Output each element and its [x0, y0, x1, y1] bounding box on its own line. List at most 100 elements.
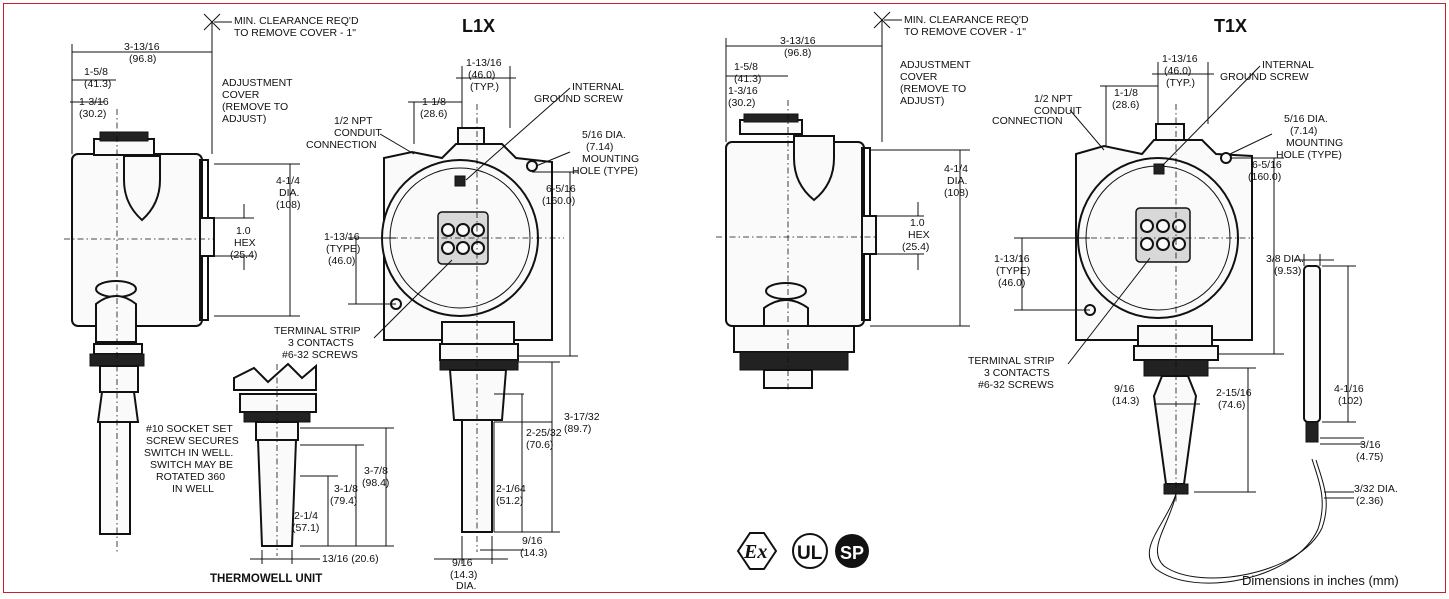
svg-text:2-25/32: 2-25/32	[526, 427, 562, 439]
thermowell-unit: THERMOWELL UNIT	[210, 362, 322, 585]
svg-text:(REMOVE TO: (REMOVE TO	[900, 83, 966, 95]
svg-text:3 CONTACTS: 3 CONTACTS	[288, 337, 354, 349]
svg-text:3-13/16: 3-13/16	[124, 41, 160, 53]
svg-text:2-1/64: 2-1/64	[496, 483, 526, 495]
t1x-side-view	[716, 100, 877, 392]
svg-text:(14.3): (14.3)	[520, 547, 547, 559]
svg-text:(46.0): (46.0)	[468, 69, 495, 81]
svg-text:(160.0): (160.0)	[1248, 171, 1281, 183]
ul-mark-icon: UL	[792, 533, 828, 569]
svg-text:(7.14): (7.14)	[1290, 125, 1317, 137]
svg-text:(74.6): (74.6)	[1218, 399, 1245, 411]
dimension-drawing: L1X T1X 3-13/16 (96.8) 1-5/8 (41.3) 1-3/…	[64, 11, 1399, 592]
svg-text:(25.4): (25.4)	[230, 249, 257, 261]
svg-text:MIN. CLEARANCE REQ'D: MIN. CLEARANCE REQ'D	[904, 14, 1029, 26]
ex-mark-icon: Ex	[736, 532, 778, 570]
svg-text:(89.7): (89.7)	[564, 423, 591, 435]
svg-text:ADJUSTMENT: ADJUSTMENT	[900, 59, 971, 71]
t1x-front-dimensions: 1-13/16 (46.0) (TYP.) 1-1/8 (28.6) INTER…	[968, 53, 1398, 507]
svg-text:COVER: COVER	[900, 71, 938, 83]
svg-text:HOLE (TYPE): HOLE (TYPE)	[572, 165, 638, 177]
svg-text:CONNECTION: CONNECTION	[306, 139, 377, 151]
svg-text:6-5/16: 6-5/16	[546, 183, 576, 195]
svg-text:9/16: 9/16	[522, 535, 543, 547]
svg-text:DIA.: DIA.	[947, 175, 967, 187]
svg-text:(108): (108)	[944, 187, 969, 199]
svg-text:DIA.: DIA.	[279, 187, 299, 199]
t1x-front-view	[1064, 104, 1327, 584]
svg-text:2-15/16: 2-15/16	[1216, 387, 1252, 399]
t1x-side-dimensions: 3-13/16 (96.8) 1-5/8 (41.3) 1-3/16 (30.2…	[725, 11, 1029, 327]
title-t1x: T1X	[1214, 16, 1247, 36]
svg-text:4-1/16: 4-1/16	[1334, 383, 1364, 395]
svg-text:3/16: 3/16	[1360, 439, 1381, 451]
svg-text:9/16: 9/16	[1114, 383, 1135, 395]
svg-text:1-13/16: 1-13/16	[466, 57, 502, 69]
svg-text:1-5/8: 1-5/8	[734, 61, 758, 73]
svg-text:5/16 DIA.: 5/16 DIA.	[582, 129, 626, 141]
svg-text:(70.6): (70.6)	[526, 439, 553, 451]
svg-text:(TYP.): (TYP.)	[470, 81, 499, 93]
svg-text:(TYP.): (TYP.)	[1166, 77, 1195, 89]
svg-text:(30.2): (30.2)	[79, 108, 106, 120]
svg-text:Ex: Ex	[743, 541, 767, 563]
svg-text:1-13/16: 1-13/16	[1162, 53, 1198, 65]
svg-text:(TYPE): (TYPE)	[326, 243, 360, 255]
svg-text:HEX: HEX	[908, 229, 930, 241]
svg-text:CONDUIT: CONDUIT	[1034, 105, 1082, 117]
svg-text:1-3/16: 1-3/16	[79, 96, 109, 108]
svg-text:(102): (102)	[1338, 395, 1363, 407]
csa-mark-icon: SP	[835, 534, 869, 568]
svg-text:HOLE (TYPE): HOLE (TYPE)	[1276, 149, 1342, 161]
svg-text:(46.0): (46.0)	[1164, 65, 1191, 77]
l1x-front-view	[374, 104, 564, 552]
svg-text:INTERNAL: INTERNAL	[1262, 59, 1314, 71]
svg-text:9/16: 9/16	[452, 557, 473, 569]
svg-text:SP: SP	[840, 543, 864, 563]
svg-text:(108): (108)	[276, 199, 301, 211]
svg-text:IN WELL: IN WELL	[172, 483, 214, 495]
svg-text:3/32 DIA.: 3/32 DIA.	[1354, 483, 1398, 495]
svg-text:(28.6): (28.6)	[1112, 99, 1139, 111]
svg-text:6-5/16: 6-5/16	[1252, 159, 1282, 171]
svg-text:1-1/8: 1-1/8	[1114, 87, 1138, 99]
svg-text:4-1/4: 4-1/4	[944, 163, 968, 175]
svg-text:#6-32 SCREWS: #6-32 SCREWS	[282, 349, 358, 361]
svg-text:CONNECTION: CONNECTION	[992, 115, 1063, 127]
svg-text:(REMOVE TO: (REMOVE TO	[222, 101, 288, 113]
svg-text:(98.4): (98.4)	[362, 477, 389, 489]
svg-text:(160.0): (160.0)	[542, 195, 575, 207]
svg-text:(TYPE): (TYPE)	[996, 265, 1030, 277]
thermowell-dimensions: 3-7/8 (98.4) 3-1/8 (79.4) 2-1/4 (57.1) 1…	[144, 423, 394, 565]
svg-text:(41.3): (41.3)	[734, 73, 761, 85]
svg-text:#6-32 SCREWS: #6-32 SCREWS	[978, 379, 1054, 391]
svg-text:DIA.: DIA.	[456, 580, 476, 592]
svg-text:(79.4): (79.4)	[330, 495, 357, 507]
svg-text:GROUND SCREW: GROUND SCREW	[534, 93, 623, 105]
units-note: Dimensions in inches (mm)	[1242, 573, 1399, 588]
svg-text:4-1/4: 4-1/4	[276, 175, 300, 187]
svg-text:(57.1): (57.1)	[292, 522, 319, 534]
svg-text:(51.2): (51.2)	[496, 495, 523, 507]
svg-text:1-13/16: 1-13/16	[324, 231, 360, 243]
svg-text:5/16 DIA.: 5/16 DIA.	[1284, 113, 1328, 125]
svg-text:3/8 DIA.: 3/8 DIA.	[1266, 253, 1304, 265]
svg-text:(96.8): (96.8)	[129, 53, 156, 65]
l1x-front-dimensions: 1-13/16 (46.0) (TYP.) 1-1/8 (28.6) INTER…	[274, 57, 639, 592]
svg-text:1-3/16: 1-3/16	[728, 85, 758, 97]
svg-text:SCREW SECURES: SCREW SECURES	[146, 435, 239, 447]
svg-text:1-1/8: 1-1/8	[422, 96, 446, 108]
svg-text:CONDUIT: CONDUIT	[334, 127, 382, 139]
certification-marks: Ex UL SP	[736, 532, 869, 570]
svg-text:(14.3): (14.3)	[1112, 395, 1139, 407]
svg-text:3-13/16: 3-13/16	[780, 35, 816, 47]
svg-text:HEX: HEX	[234, 237, 256, 249]
svg-text:(14.3): (14.3)	[450, 569, 477, 581]
svg-text:(25.4): (25.4)	[902, 241, 929, 253]
svg-text:TERMINAL STRIP: TERMINAL STRIP	[274, 325, 361, 337]
svg-text:1/2 NPT: 1/2 NPT	[334, 115, 373, 127]
drawing-sheet: L1X T1X 3-13/16 (96.8) 1-5/8 (41.3) 1-3/…	[3, 3, 1446, 593]
svg-text:(7.14): (7.14)	[586, 141, 613, 153]
svg-text:1/2 NPT: 1/2 NPT	[1034, 93, 1073, 105]
svg-text:MIN. CLEARANCE REQ'D: MIN. CLEARANCE REQ'D	[234, 15, 359, 27]
